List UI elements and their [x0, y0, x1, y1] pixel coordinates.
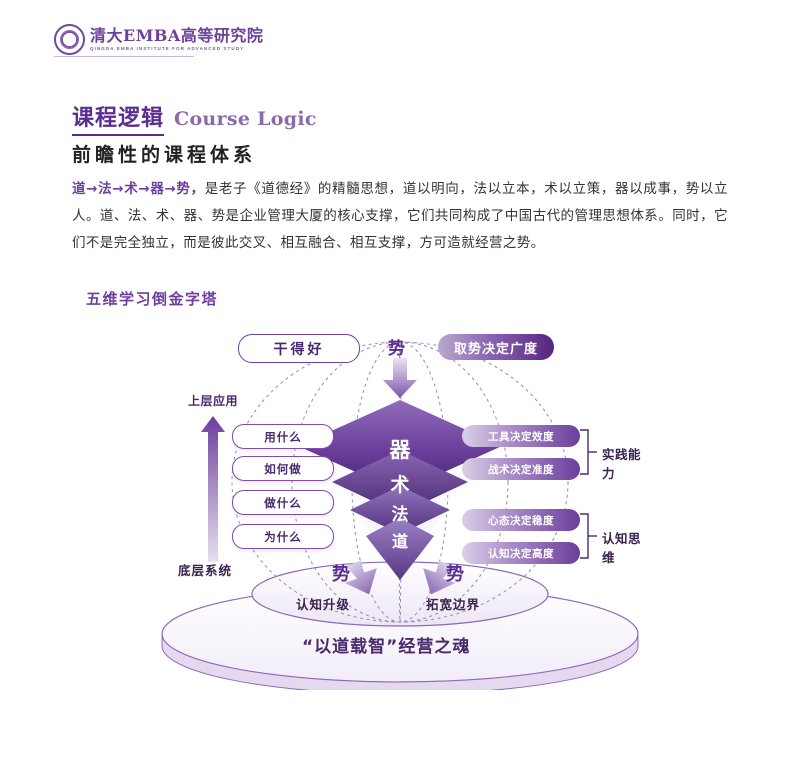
right-pill-2[interactable]: 心态决定稳度	[462, 509, 580, 531]
upward-axis-arrow-icon	[201, 416, 225, 562]
core-layer-1: 术	[390, 474, 410, 496]
bottom-left-arrow-icon	[344, 560, 377, 595]
pill-do-well[interactable]: 干得好	[238, 334, 360, 363]
bottom-label-expand-boundary: 拓宽边界	[426, 597, 481, 612]
brace-label-cognitive-thinking: 认知思维	[602, 531, 642, 565]
inverted-pyramid-layers	[298, 400, 502, 580]
logo-divider	[54, 56, 194, 57]
brace-practical-ability	[580, 429, 597, 475]
left-pill-2[interactable]: 做什么	[232, 490, 334, 515]
five-dimension-inverted-pyramid-diagram: 干得好 势 取势决定广度 上层应用 底层系统 用什么 如何做 做什么 为什么 器…	[150, 322, 650, 690]
header-logo-bar: 清大EMBA高等研究院 QINGDA EMBA INSTITUTE FOR AD…	[0, 0, 800, 66]
axis-label-upper-application: 上层应用	[188, 394, 239, 408]
bottom-shi-left: 势	[332, 564, 350, 585]
intro-paragraph: 道→法→术→器→势，是老子《道德经》的精髓思想，道以明向，法以立本，术以立策，器…	[72, 176, 728, 257]
bottom-shi-right: 势	[446, 564, 464, 585]
page-title-en: Course Logic	[174, 108, 317, 130]
brace-label-practical-ability: 实践能力	[602, 447, 642, 481]
bottom-label-cognitive-upgrade: 认知升级	[296, 597, 351, 612]
diagram-motto: “以道载智”经营之魂	[302, 637, 471, 657]
university-seal-icon	[54, 24, 85, 55]
intro-lead: 道→法→术→器→势，	[72, 181, 205, 197]
page-subtitle: 前瞻性的课程体系	[72, 144, 257, 166]
top-shi-label: 势	[388, 339, 405, 359]
brace-cognitive-thinking	[580, 513, 597, 559]
left-pill-1[interactable]: 如何做	[232, 456, 334, 481]
left-pill-0[interactable]: 用什么	[232, 424, 334, 449]
intro-body: 是老子《道德经》的精髓思想，道以明向，法以立本，术以立策，器以成事，势以立人。道…	[72, 181, 728, 251]
base-discs	[161, 561, 639, 690]
diagram-title: 五维学习倒金字塔	[86, 290, 219, 308]
core-layer-0: 器	[389, 438, 411, 462]
page-title: 课程逻辑 Course Logic	[72, 100, 317, 136]
top-down-arrow-icon	[383, 358, 417, 398]
right-pill-0[interactable]: 工具决定效度	[462, 425, 580, 447]
brand-name-cn: 清大EMBA高等研究院	[90, 25, 264, 45]
right-pill-1[interactable]: 战术决定准度	[462, 458, 580, 480]
core-layer-2: 法	[391, 505, 409, 525]
left-pill-3[interactable]: 为什么	[232, 524, 334, 549]
axis-label-base-system: 底层系统	[178, 563, 233, 578]
brand-logo-text: 清大EMBA高等研究院 QINGDA EMBA INSTITUTE FOR AD…	[90, 25, 264, 52]
core-layer-3: 道	[391, 532, 408, 551]
brand-name-en: QINGDA EMBA INSTITUTE FOR ADVANCED STUDY	[90, 45, 245, 51]
diagram-canvas	[161, 341, 639, 690]
right-pill-3[interactable]: 认知决定高度	[462, 542, 580, 564]
pill-seize-momentum-breadth[interactable]: 取势决定广度	[438, 334, 554, 360]
brand-logo: 清大EMBA高等研究院 QINGDA EMBA INSTITUTE FOR AD…	[54, 24, 263, 55]
page-title-cn: 课程逻辑	[72, 100, 165, 136]
bottom-right-arrow-icon	[423, 560, 456, 595]
